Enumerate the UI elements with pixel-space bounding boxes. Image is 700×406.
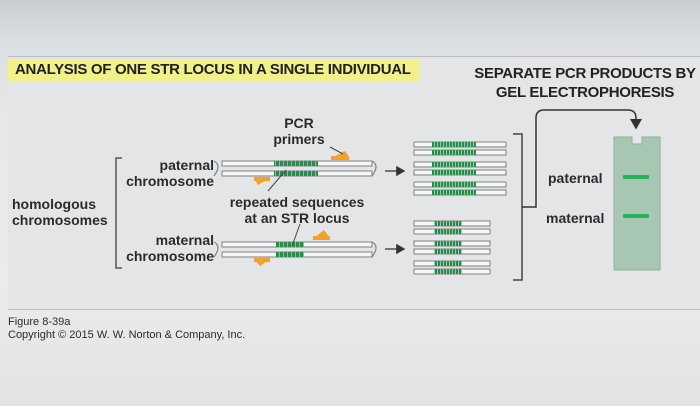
paternal-repeat-bottom	[274, 171, 318, 176]
figure-title: ANALYSIS OF ONE STR LOCUS IN A SINGLE IN…	[8, 59, 419, 81]
maternal-repeat-bottom	[276, 252, 304, 257]
products-bracket	[513, 133, 523, 281]
paternal-chromosome-label: paternal chromosome	[126, 157, 214, 189]
copyright-line: Copyright © 2015 W. W. Norton & Company,…	[8, 329, 246, 341]
gel-title-line2: GEL ELECTROPHORESIS	[495, 84, 675, 101]
gel-maternal-label: maternal	[546, 210, 605, 226]
maternal-pcr-products	[413, 220, 491, 275]
figure-panel	[8, 56, 700, 310]
repeated-sequences-label: repeated sequences at an STR locus	[229, 194, 365, 226]
repeat-leader-down	[291, 223, 301, 247]
maternal-chromosome-label: maternal chromosome	[126, 232, 214, 264]
figure-number: Figure 8-39a	[8, 316, 71, 328]
homologous-bracket	[115, 157, 122, 269]
gel-paternal-label: paternal	[548, 170, 603, 186]
paternal-repeat-top	[274, 161, 318, 166]
gel	[613, 136, 661, 271]
gel-title: SEPARATE PCR PRODUCTS BY GEL ELECTROPHOR…	[474, 64, 696, 102]
pcr-primers-label: PCR primers	[273, 115, 325, 147]
repeat-leader-up	[267, 169, 287, 192]
paternal-chromosome	[213, 160, 377, 177]
maternal-repeat-top	[276, 242, 304, 247]
homologous-label: homologous chromosomes	[12, 196, 108, 228]
paternal-primer-top	[333, 151, 349, 157]
pcr-primer-leader	[329, 146, 344, 155]
gel-band-maternal	[623, 214, 649, 218]
gel-band-paternal	[623, 175, 649, 179]
paternal-pcr-products	[413, 141, 507, 196]
maternal-chromosome	[213, 241, 377, 258]
load-gel-arrow	[522, 109, 642, 208]
gel-title-line1: SEPARATE PCR PRODUCTS BY	[474, 65, 696, 82]
